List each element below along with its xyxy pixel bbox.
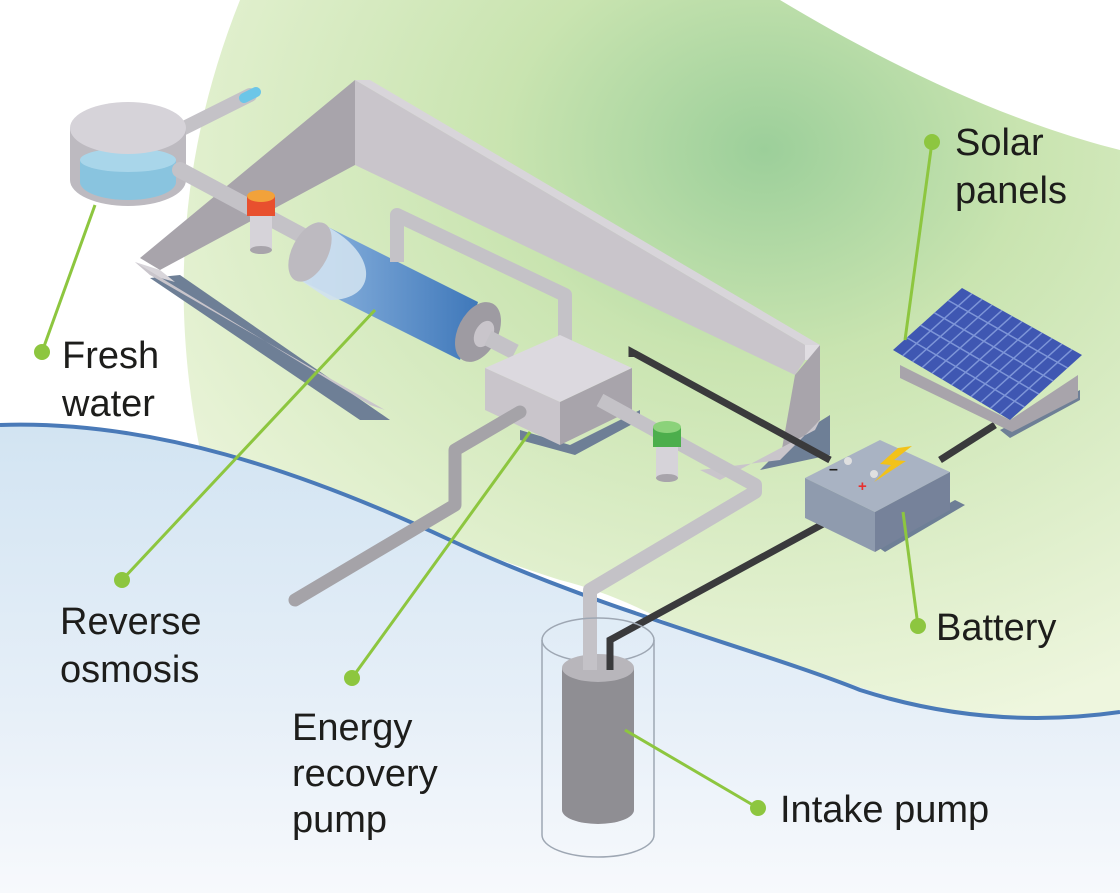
frame-back-wall bbox=[355, 80, 805, 375]
battery-top bbox=[805, 440, 950, 512]
leader-dot bbox=[34, 344, 50, 360]
solar-panel-face bbox=[893, 288, 1082, 420]
leader-dot bbox=[750, 800, 766, 816]
intake-pump-body bbox=[562, 668, 634, 824]
solar-cell-line bbox=[906, 336, 1025, 408]
label-fresh-water: Fresh water bbox=[61, 335, 170, 425]
leader-energy-recovery-pump bbox=[350, 431, 532, 679]
label-intake-pump: Intake pump bbox=[780, 789, 989, 831]
solar-cell-line bbox=[960, 326, 1033, 392]
label-line: Reverse bbox=[60, 601, 202, 643]
ro-to-pump-pipe bbox=[484, 330, 519, 360]
leader-reverse-osmosis bbox=[120, 308, 377, 582]
label-reverse-osmosis: Reverse osmosis bbox=[60, 601, 212, 691]
reverse-osmosis-unit bbox=[288, 208, 572, 362]
power-cable-to-solar bbox=[938, 422, 997, 463]
battery-terminal bbox=[844, 457, 852, 465]
ro-tube-front-cap bbox=[288, 222, 332, 282]
solar-panel-grid bbox=[902, 293, 1073, 415]
fresh-water-tank bbox=[70, 87, 261, 206]
label-solar-panels: Solar panels bbox=[955, 122, 1067, 212]
battery-terminal bbox=[870, 470, 878, 478]
frame-shadow bbox=[150, 275, 390, 420]
label-line: Solar bbox=[955, 122, 1044, 164]
erp-top bbox=[485, 335, 632, 402]
brine-outlet-pipe bbox=[288, 405, 527, 607]
leader-dot bbox=[114, 572, 130, 588]
frame-left-top bbox=[135, 262, 175, 282]
valve-stem bbox=[250, 210, 272, 250]
label-line: recovery bbox=[292, 753, 438, 795]
erp-right bbox=[560, 368, 632, 445]
leader-intake-pump bbox=[624, 728, 759, 810]
solar-cell-line bbox=[999, 348, 1073, 415]
lightning-bolt-icon bbox=[874, 446, 912, 482]
valve-stem bbox=[656, 440, 678, 478]
label-line: Energy bbox=[292, 707, 412, 749]
solar-panel-stand bbox=[900, 365, 1078, 432]
label-line: Fresh bbox=[62, 335, 159, 377]
label-line: pump bbox=[292, 799, 387, 841]
support-frame bbox=[135, 80, 830, 480]
battery-plus-mark: + bbox=[858, 478, 867, 495]
leader-fresh-water bbox=[40, 204, 97, 353]
erp-shadow bbox=[520, 410, 640, 455]
solar-cell-line bbox=[920, 324, 1040, 395]
valve-base bbox=[250, 246, 272, 254]
power-cable-to-pump-box bbox=[628, 346, 832, 464]
solar-cell-line bbox=[947, 299, 1068, 369]
solar-cell-line bbox=[950, 320, 1023, 386]
red-valve bbox=[247, 190, 275, 254]
ro-top-return-pipe bbox=[390, 208, 572, 358]
label-line: water bbox=[61, 383, 155, 425]
valve-top bbox=[653, 421, 681, 433]
valve-top bbox=[247, 190, 275, 202]
intake-pump-housing bbox=[541, 640, 655, 858]
fresh-water-surface bbox=[80, 148, 176, 172]
leader-lines bbox=[40, 141, 934, 810]
solar-cell-line bbox=[921, 304, 993, 369]
intake-pump bbox=[541, 617, 655, 858]
leader-dot bbox=[910, 618, 926, 634]
tank-lid bbox=[70, 102, 186, 154]
solar-cell-line bbox=[989, 343, 1063, 409]
solar-cell-line bbox=[941, 315, 1013, 380]
battery-left bbox=[805, 478, 875, 552]
tank-outlet-pipe bbox=[173, 88, 257, 137]
frame-right-front bbox=[700, 420, 820, 480]
green-valve bbox=[653, 421, 681, 482]
leader-solar-panels bbox=[903, 141, 934, 341]
solar-panel bbox=[893, 288, 1082, 438]
shoreline bbox=[0, 422, 1120, 720]
label-battery: Battery bbox=[936, 607, 1056, 649]
solar-cell-line bbox=[911, 298, 983, 363]
valve-base bbox=[656, 474, 678, 482]
frame-left-wall bbox=[140, 80, 355, 270]
solar-cell-line bbox=[970, 332, 1043, 398]
label-line: osmosis bbox=[60, 649, 199, 691]
battery-minus-mark: – bbox=[829, 461, 838, 478]
intake-pump-cap bbox=[562, 654, 634, 682]
tank-outlet-tip bbox=[239, 87, 261, 103]
frame-right-wall bbox=[780, 345, 820, 460]
label-energy-recovery-pump: Energy recovery pump bbox=[292, 707, 448, 841]
solar-cell-line bbox=[902, 293, 973, 357]
leader-dot bbox=[344, 670, 360, 686]
solar-cell-line bbox=[931, 309, 1003, 374]
battery-unit: – + bbox=[805, 440, 965, 552]
solar-cell-line bbox=[934, 312, 1054, 382]
intake-pipe bbox=[583, 393, 762, 660]
leader-dot bbox=[924, 134, 940, 150]
leader-battery bbox=[901, 511, 920, 627]
sea-area bbox=[0, 424, 1120, 893]
battery-right bbox=[875, 472, 950, 552]
leader-dots bbox=[34, 134, 940, 816]
frame-back-top bbox=[355, 80, 820, 345]
solar-cell-line bbox=[980, 337, 1053, 404]
label-line: panels bbox=[955, 170, 1067, 212]
